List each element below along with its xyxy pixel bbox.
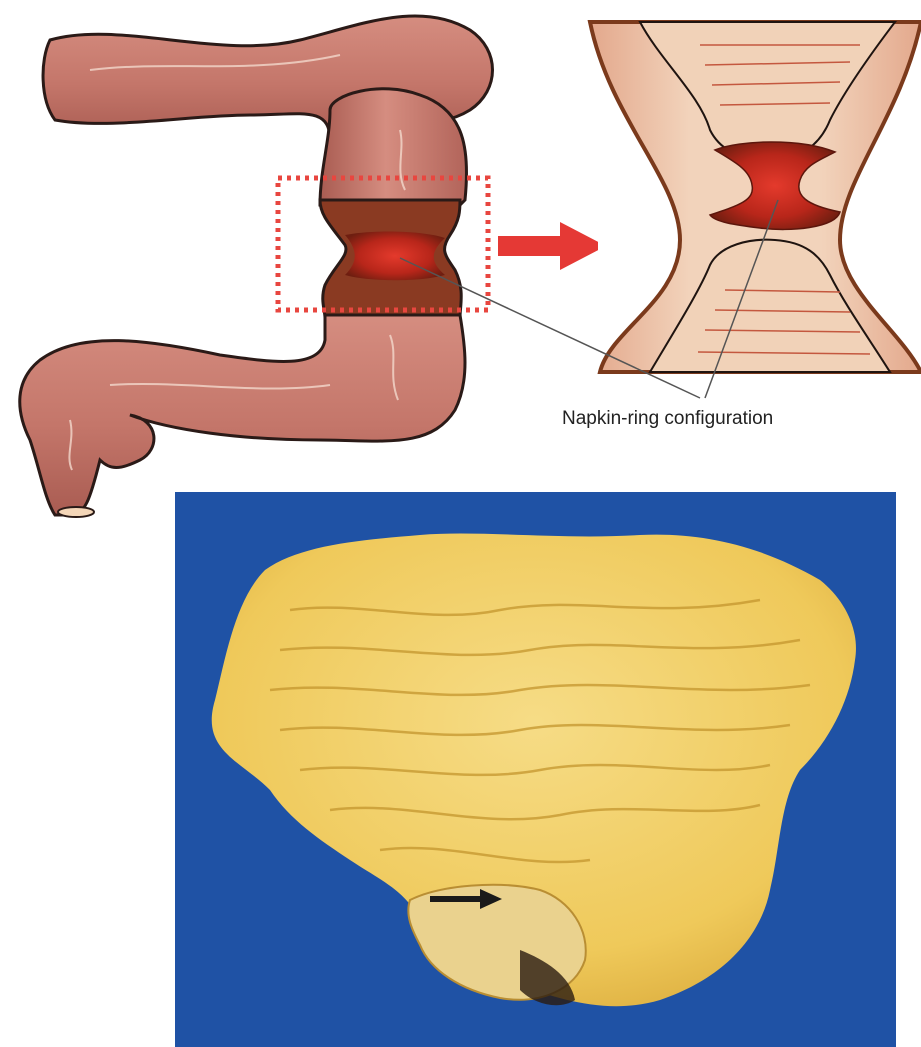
colon-illustration (20, 16, 493, 517)
lesion (345, 232, 445, 281)
right-arrow-icon (498, 222, 606, 270)
magnified-section (590, 22, 921, 372)
napkin-ring-label: Napkin-ring configuration (562, 408, 773, 429)
rectal-opening (58, 507, 94, 517)
specimen-photo (175, 492, 896, 1047)
sigmoid-colon (20, 315, 465, 515)
